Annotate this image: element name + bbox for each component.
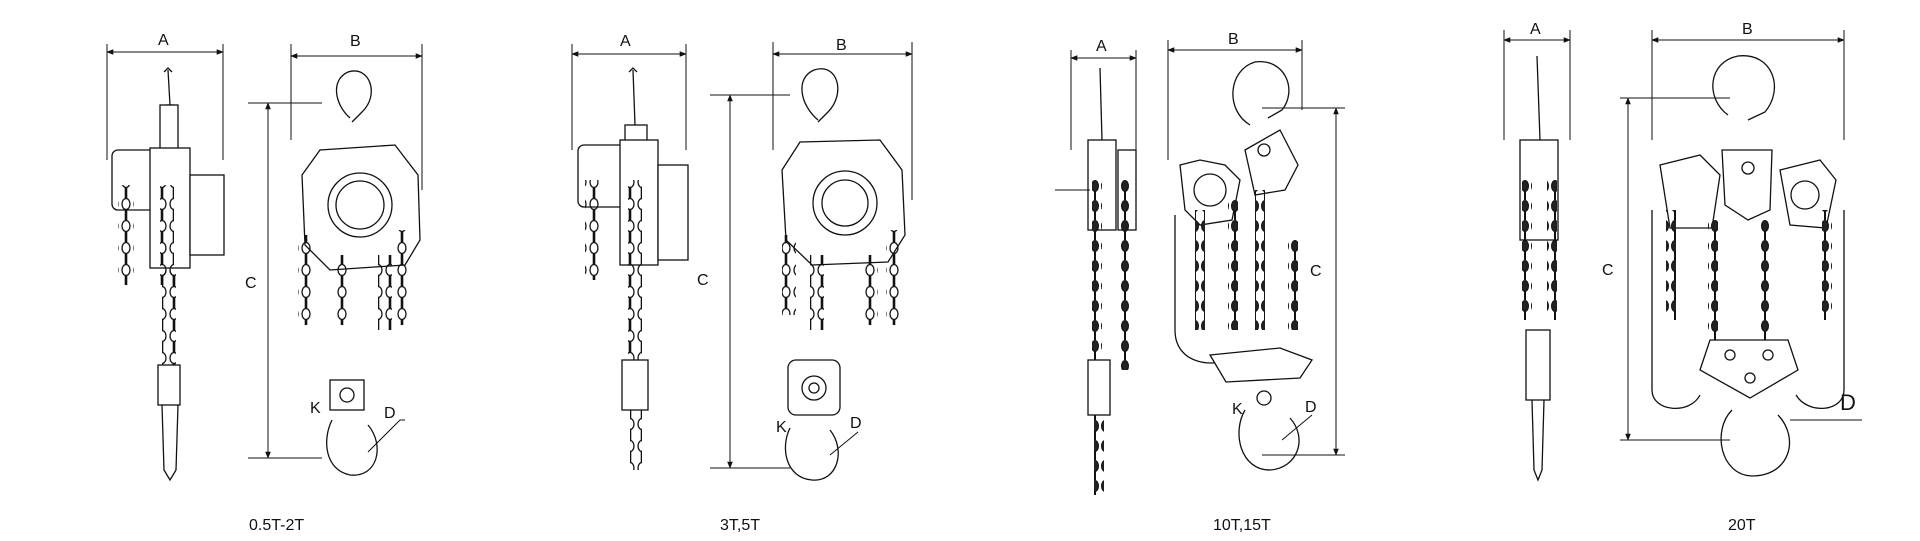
dim-label-d: D bbox=[1840, 390, 1856, 415]
side-view: A bbox=[1503, 21, 1571, 482]
dim-label-b: B bbox=[1742, 21, 1753, 38]
dim-label-d: D bbox=[1305, 399, 1317, 416]
dim-label-c: C bbox=[1602, 262, 1614, 279]
front-view: B C K D bbox=[245, 33, 423, 476]
diagram-10t-15t: A B C bbox=[1055, 31, 1345, 534]
dim-label-k: K bbox=[1232, 401, 1243, 418]
dim-label-c: C bbox=[697, 272, 709, 289]
dim-label-b: B bbox=[350, 33, 361, 50]
side-view: A bbox=[106, 32, 225, 482]
diagram-caption: 20T bbox=[1728, 517, 1756, 534]
dim-label-c: C bbox=[245, 275, 257, 292]
dim-label-b: B bbox=[836, 37, 847, 54]
dim-label-c: C bbox=[1310, 263, 1322, 280]
diagram-caption: 10T,15T bbox=[1213, 517, 1271, 534]
diagram-0-5t-2t: A B C bbox=[106, 32, 423, 534]
side-view: A bbox=[571, 33, 689, 470]
front-view: B C D bbox=[1602, 21, 1862, 477]
front-view: B C K D bbox=[1167, 31, 1345, 471]
diagram-3t-5t: A B C bbox=[571, 33, 913, 534]
dim-label-a: A bbox=[1096, 38, 1107, 55]
dim-label-d: D bbox=[850, 415, 862, 432]
diagram-caption: 0.5T-2T bbox=[249, 517, 304, 534]
diagram-caption: 3T,5T bbox=[720, 517, 760, 534]
front-view: B C K D bbox=[697, 37, 913, 481]
dim-label-b: B bbox=[1228, 31, 1239, 48]
dim-label-d: D bbox=[384, 405, 396, 422]
dim-label-k: K bbox=[776, 419, 787, 436]
dim-label-a: A bbox=[1530, 21, 1541, 38]
dim-label-a: A bbox=[158, 32, 169, 49]
side-view: A bbox=[1055, 38, 1137, 495]
diagram-20t: A B C bbox=[1503, 21, 1862, 534]
dim-label-k: K bbox=[310, 400, 321, 417]
dim-label-a: A bbox=[620, 33, 631, 50]
